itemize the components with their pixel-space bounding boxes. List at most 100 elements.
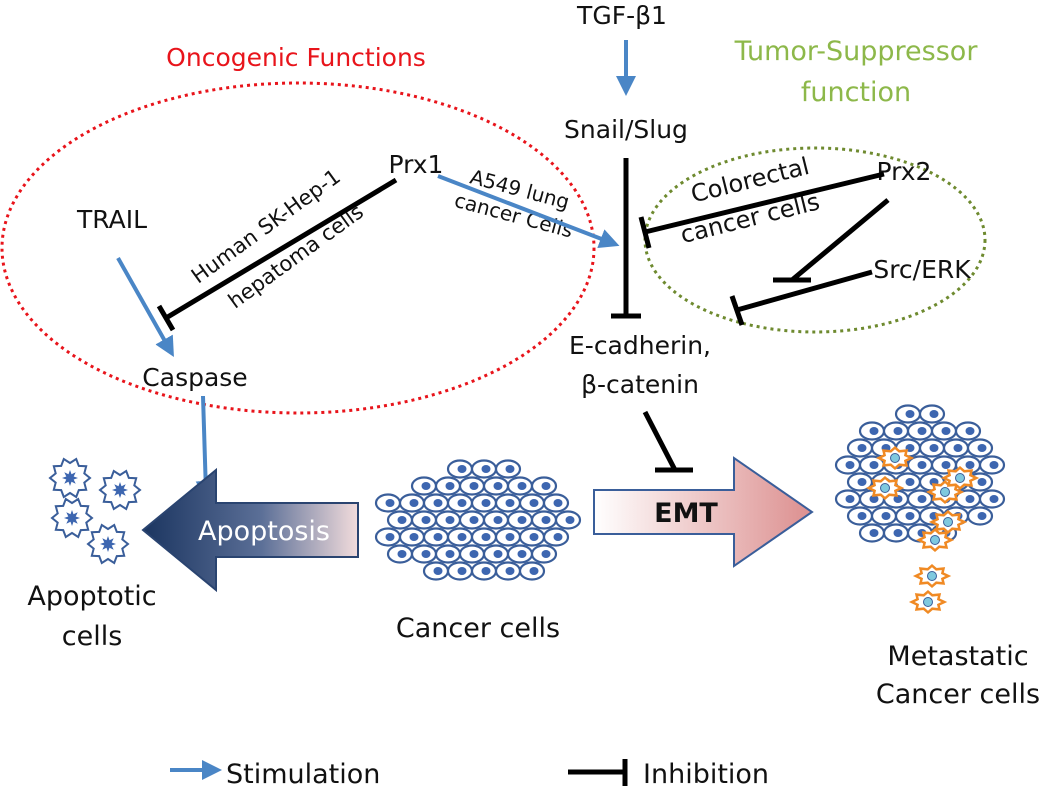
cell-nucleus	[965, 461, 975, 469]
cell-nucleus	[457, 567, 467, 575]
cell-nucleus	[505, 567, 515, 575]
caspase-label: Caspase	[142, 363, 247, 392]
cell-nucleus	[457, 499, 467, 507]
cell-nucleus	[977, 478, 987, 486]
cell-nucleus	[880, 483, 890, 493]
cell-nucleus	[112, 482, 128, 498]
cell-nucleus	[857, 512, 867, 520]
cell-nucleus	[553, 499, 563, 507]
cell-nucleus	[409, 499, 419, 507]
src-erk-label: Src/ERK	[873, 255, 971, 284]
cell-nucleus	[493, 482, 503, 490]
trail-caspase-arrow	[116, 257, 174, 357]
cell-nucleus	[541, 516, 551, 524]
cell-nucleus	[893, 495, 903, 503]
prx1-label: Prx1	[389, 150, 444, 179]
cell-nucleus	[493, 516, 503, 524]
cell-nucleus	[929, 444, 939, 452]
trail-label: TRAIL	[76, 205, 147, 234]
apoptotic-cells-illustration	[48, 457, 142, 565]
cell-nucleus	[917, 495, 927, 503]
cell-nucleus	[517, 482, 527, 490]
cell-nucleus	[445, 482, 455, 490]
cell-nucleus	[529, 567, 539, 575]
cell-nucleus	[893, 529, 903, 537]
emt-label: EMT	[654, 498, 718, 529]
cell-nucleus	[385, 533, 395, 541]
cell-nucleus	[505, 465, 515, 473]
snail-ecadherin-inhibition	[611, 158, 641, 319]
prx1-a549-arrow	[437, 174, 620, 249]
cell-nucleus	[469, 482, 479, 490]
tgf-label: TGF-β1	[576, 1, 667, 30]
prx2-label: Prx2	[877, 157, 932, 186]
prx1-caspase-inhibition	[156, 177, 398, 332]
cancer-cells-illustration	[374, 459, 582, 581]
cell-nucleus	[927, 571, 937, 581]
metastatic-caption-1: Metastatic	[887, 641, 1028, 672]
cell-nucleus	[481, 533, 491, 541]
metastatic-cells-illustration	[834, 404, 1006, 615]
cell-nucleus	[481, 499, 491, 507]
cell-nucleus	[869, 427, 879, 435]
apoptotic-caption-1: Apoptotic	[27, 581, 156, 612]
cell-nucleus	[385, 499, 395, 507]
cell-nucleus	[565, 516, 575, 524]
cell-nucleus	[977, 512, 987, 520]
cell-nucleus	[445, 516, 455, 524]
cell-nucleus	[517, 516, 527, 524]
oncogenic-title: Oncogenic Functions	[166, 43, 426, 72]
cell-nucleus	[869, 495, 879, 503]
legend-stimulation-label: Stimulation	[226, 759, 380, 787]
cell-nucleus	[930, 535, 940, 545]
cell-nucleus	[505, 533, 515, 541]
cell-nucleus	[905, 478, 915, 486]
cell-nucleus	[529, 533, 539, 541]
cell-nucleus	[857, 444, 867, 452]
cell-nucleus	[905, 512, 915, 520]
cell-nucleus	[517, 550, 527, 558]
cancer-cells-caption: Cancer cells	[396, 613, 560, 644]
cell-nucleus	[977, 444, 987, 452]
cell-nucleus	[893, 427, 903, 435]
prx2-snail-inhibition	[638, 171, 885, 249]
cell-nucleus	[529, 499, 539, 507]
cell-nucleus	[553, 533, 563, 541]
srcerk-inhibition	[729, 269, 873, 326]
cell-nucleus	[917, 427, 927, 435]
cell-nucleus	[941, 427, 951, 435]
cell-nucleus	[941, 461, 951, 469]
cell-nucleus	[541, 550, 551, 558]
cell-nucleus	[100, 536, 116, 552]
tumor-suppressor-subtitle: function	[801, 77, 911, 108]
cell-nucleus	[989, 495, 999, 503]
cell-nucleus	[457, 533, 467, 541]
cell-nucleus	[845, 495, 855, 503]
cell-nucleus	[869, 529, 879, 537]
metastatic-caption-2: Cancer cells	[876, 679, 1040, 710]
cell-nucleus	[433, 533, 443, 541]
cell-nucleus	[857, 478, 867, 486]
cell-nucleus	[869, 461, 879, 469]
cell-nucleus	[421, 482, 431, 490]
cell-nucleus	[505, 499, 515, 507]
cell-nucleus	[905, 410, 915, 418]
cell-nucleus	[433, 499, 443, 507]
cell-nucleus	[64, 510, 80, 526]
oncogenic-ellipse	[0, 81, 596, 415]
emt-arrow: EMT	[593, 456, 814, 568]
apoptosis-label: Apoptosis	[198, 516, 330, 547]
cell-nucleus	[421, 550, 431, 558]
cell-nucleus	[929, 410, 939, 418]
cell-nucleus	[965, 495, 975, 503]
legend-inhibition-label: Inhibition	[643, 759, 769, 787]
cell-nucleus	[943, 517, 953, 527]
cell-nucleus	[881, 512, 891, 520]
prx2-srcerk-inhibition	[773, 198, 890, 283]
cell-nucleus	[955, 473, 965, 483]
cell-nucleus	[953, 444, 963, 452]
cell-nucleus	[493, 550, 503, 558]
caspase-apoptosis-arrow	[195, 395, 216, 501]
cell-nucleus	[433, 567, 443, 575]
